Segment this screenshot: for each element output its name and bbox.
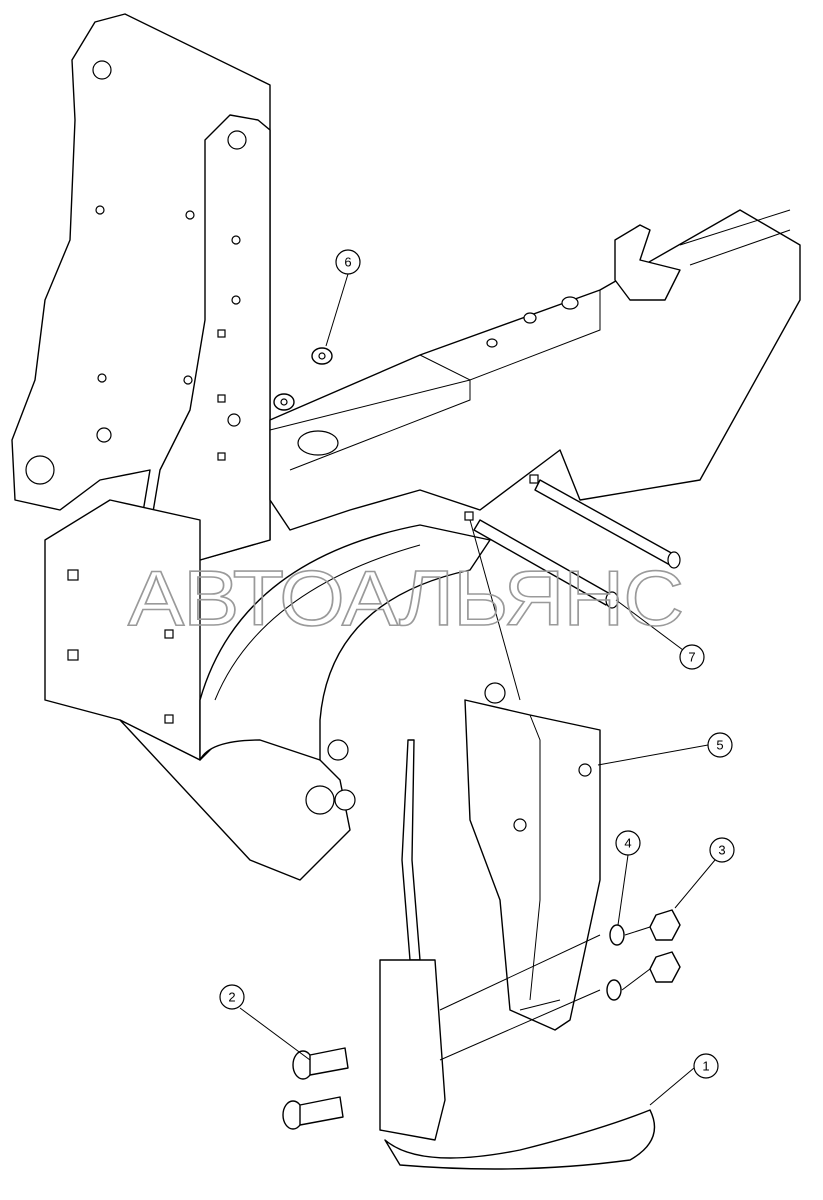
assembly-lines: [439, 519, 651, 1061]
svg-text:7: 7: [688, 650, 695, 665]
callout-6: 6: [335, 249, 361, 275]
svg-text:5: 5: [716, 738, 723, 753]
callout-5: 5: [707, 732, 733, 758]
callout-4: 4: [615, 830, 641, 856]
carriage-bolts: [282, 1047, 349, 1130]
svg-text:6: 6: [344, 255, 351, 270]
curved-arch: [199, 524, 491, 761]
callout-2: 2: [219, 984, 245, 1010]
svg-text:1: 1: [702, 1059, 709, 1074]
bolts: [473, 479, 681, 609]
svg-text:4: 4: [624, 836, 631, 851]
svg-text:3: 3: [718, 843, 725, 858]
leader-lines: [239, 273, 716, 1106]
rod-and-handle: [379, 739, 656, 1170]
callout-1: 1: [693, 1053, 719, 1079]
svg-text:2: 2: [228, 990, 235, 1005]
callout-3: 3: [709, 837, 735, 863]
vertical-frame-plate: [11, 13, 271, 571]
bracket: [464, 682, 601, 1031]
watermark-text: АВТОАЛЬЯНС: [128, 554, 683, 642]
nuts-6: [273, 347, 333, 411]
callout-7: 7: [679, 644, 705, 670]
horizontal-beam: [269, 209, 801, 531]
